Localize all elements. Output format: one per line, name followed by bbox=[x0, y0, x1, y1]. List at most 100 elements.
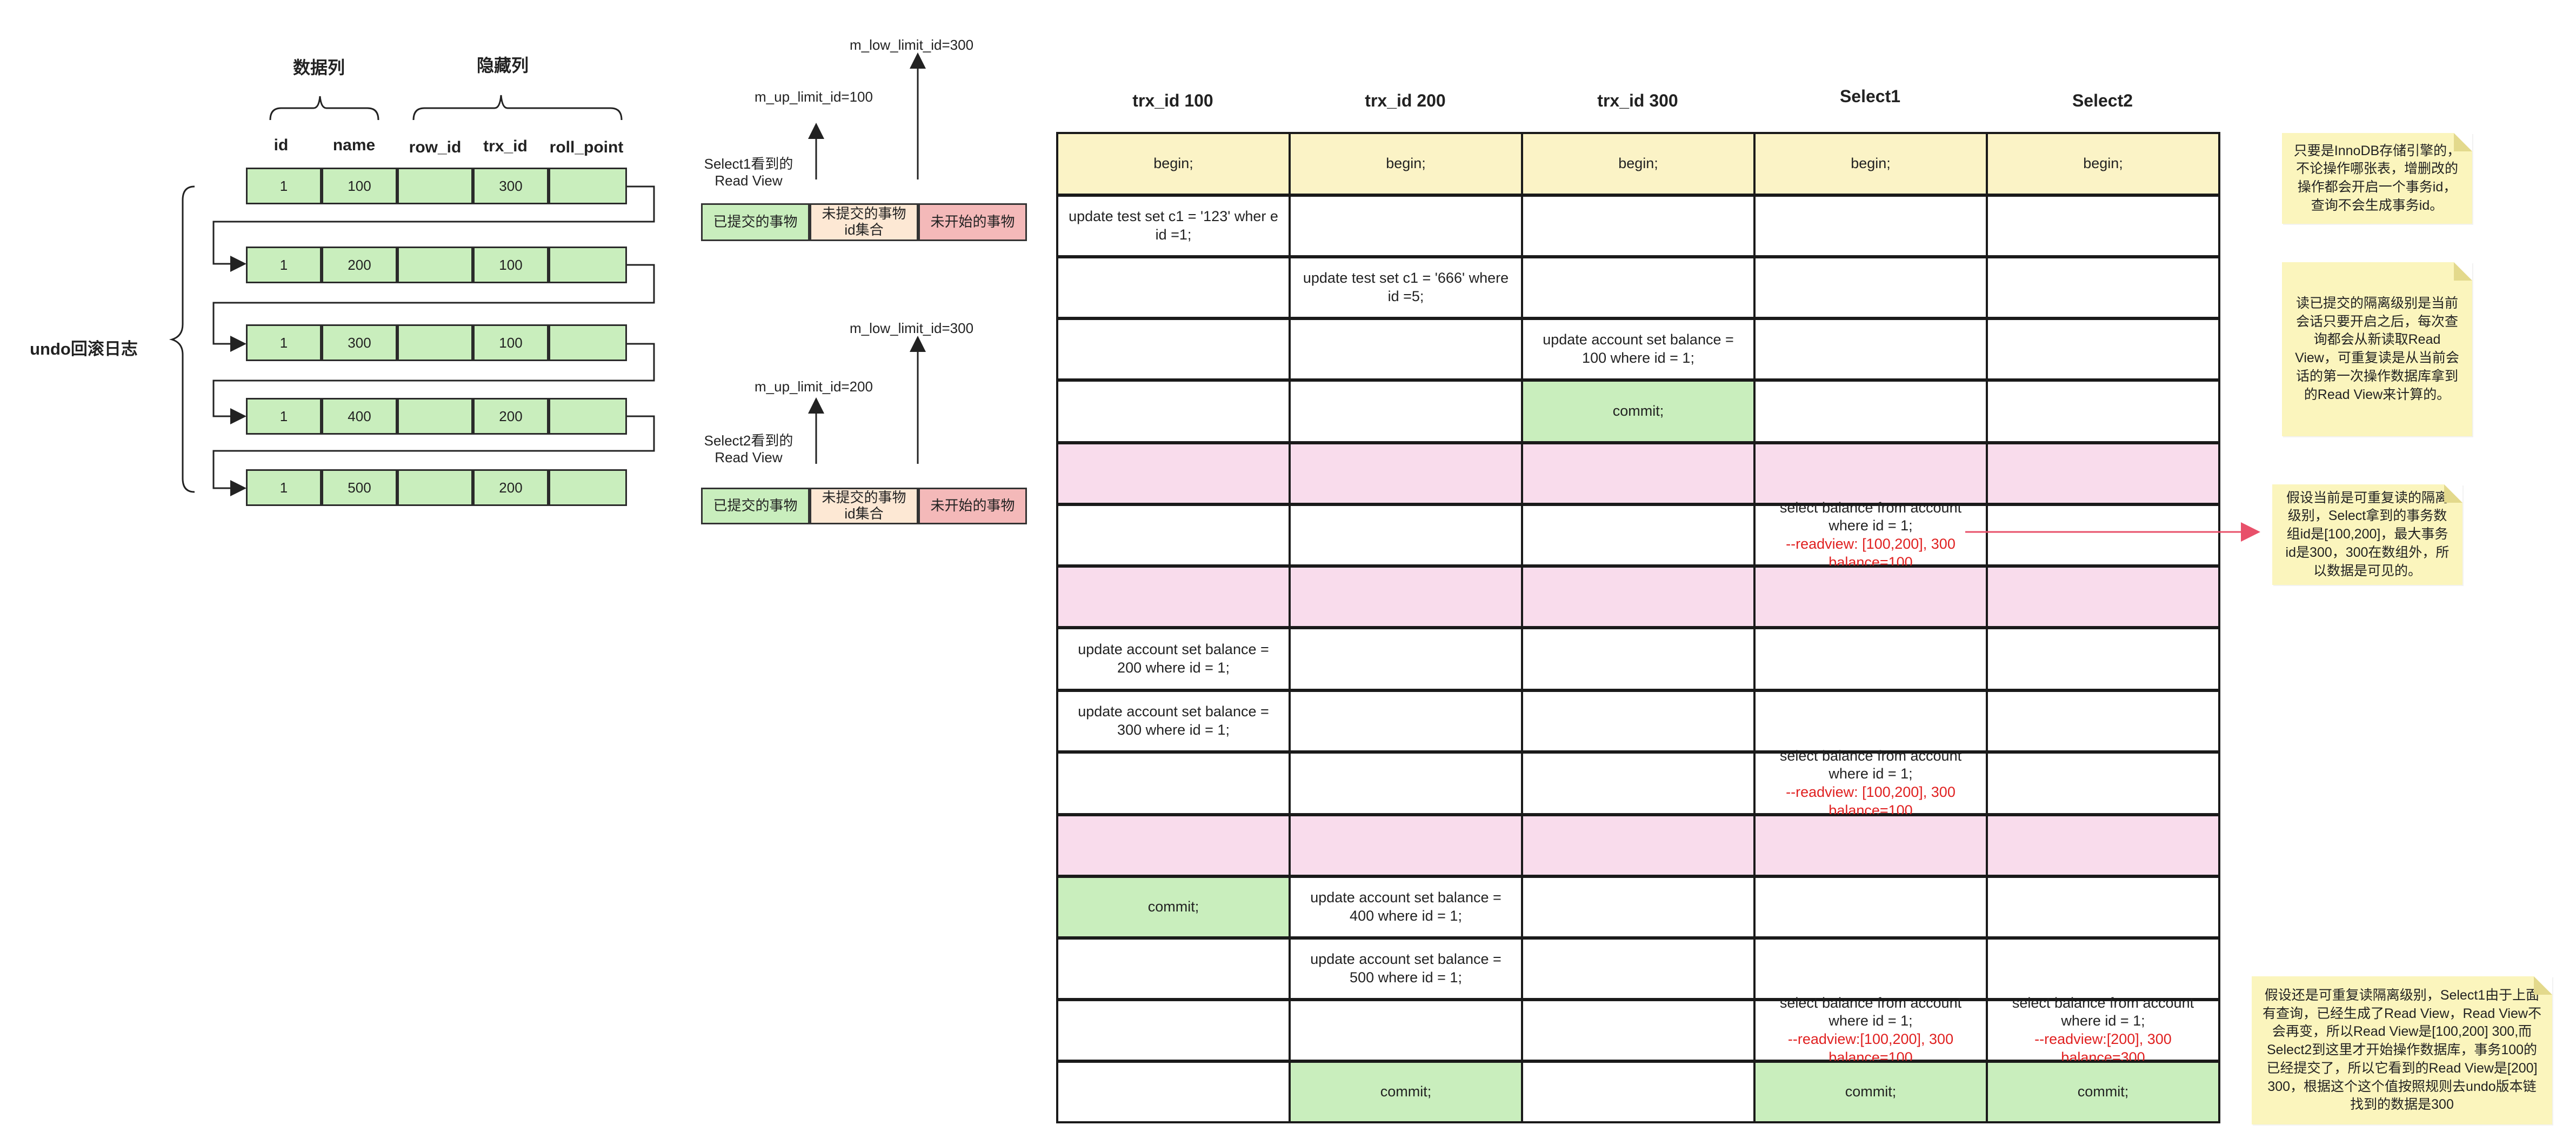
table-cell bbox=[1521, 627, 1756, 691]
cell-sql-text: commit; bbox=[1612, 403, 1664, 420]
table-cell bbox=[1521, 751, 1756, 815]
undo-cell-row-id bbox=[397, 247, 473, 283]
cell-content: select balance from account where id = 1… bbox=[1998, 994, 2208, 1067]
undo-cell-id: 1 bbox=[246, 469, 322, 506]
cell-sql-text: update account set balance = 300 where i… bbox=[1078, 703, 1269, 738]
cell-content: select balance from account where id = 1… bbox=[1765, 994, 1976, 1067]
table-cell bbox=[1986, 442, 2220, 505]
up-limit-label-2: m_up_limit_id=200 bbox=[755, 378, 873, 395]
undo-cell-id: 1 bbox=[246, 324, 322, 361]
table-cell bbox=[1056, 937, 1291, 1000]
segment-committed-1: 已提交的事物 bbox=[701, 203, 810, 241]
undo-cell-name: 400 bbox=[322, 398, 397, 435]
table-cell: update test set c1 = '123' wher e id =1; bbox=[1056, 195, 1291, 257]
cell-sql-text: begin; bbox=[1153, 155, 1193, 172]
table-cell bbox=[1056, 565, 1291, 628]
table-cell: begin; bbox=[1986, 132, 2220, 196]
undo-cell-id: 1 bbox=[246, 168, 322, 204]
note-repeatable-read-select1: 假设当前是可重复读的隔离级别，Select拿到的事务数组id是[100,200]… bbox=[2272, 484, 2462, 585]
cell-sql-text: update account set balance = 100 where i… bbox=[1543, 331, 1734, 366]
table-cell bbox=[1521, 256, 1756, 319]
undo-cell-trx-id: 100 bbox=[473, 247, 549, 283]
table-cell bbox=[1753, 876, 1988, 938]
cell-sql-text: update test set c1 = '123' wher e id =1; bbox=[1069, 208, 1278, 243]
table-cell: commit; bbox=[1986, 1061, 2220, 1123]
undo-cell-id: 1 bbox=[246, 247, 322, 283]
cell-sql-text: select balance from account where id = 1… bbox=[1779, 747, 1962, 782]
table-cell bbox=[1986, 937, 2220, 1000]
undo-cell-trx-id: 100 bbox=[473, 324, 549, 361]
col-header-row-id: row_id bbox=[409, 138, 462, 156]
undo-cell-name: 200 bbox=[322, 247, 397, 283]
column-header-select2: Select2 bbox=[2072, 91, 2133, 110]
col-header-id: id bbox=[273, 136, 289, 154]
table-cell: begin; bbox=[1753, 132, 1988, 196]
cell-sql-text: begin; bbox=[1618, 155, 1658, 172]
table-cell bbox=[1753, 380, 1988, 443]
col-header-trx-id: trx_id bbox=[483, 137, 528, 155]
table-cell bbox=[1753, 937, 1988, 1000]
table-cell bbox=[1521, 937, 1756, 1000]
table-cell bbox=[1289, 318, 1523, 381]
table-cell bbox=[1289, 442, 1523, 505]
cell-content: update account set balance = 200 where i… bbox=[1068, 641, 1279, 677]
undo-cell-id: 1 bbox=[246, 398, 322, 435]
table-cell bbox=[1056, 442, 1291, 505]
readview-caption-2: Select2看到的 Read View bbox=[704, 432, 793, 466]
brace-data-columns bbox=[269, 96, 379, 121]
table-cell: select balance from account where id = 1… bbox=[1753, 995, 1988, 1066]
undo-cell-roll-point bbox=[549, 168, 627, 204]
table-cell: update test set c1 = '666' where id =5; bbox=[1289, 256, 1523, 319]
segment-uncommitted-2: 未提交的事物 id集合 bbox=[810, 488, 918, 524]
segment-committed-2: 已提交的事物 bbox=[701, 488, 810, 524]
cell-content: begin; bbox=[1618, 155, 1658, 173]
cell-sql-text: update account set balance = 500 where i… bbox=[1310, 951, 1501, 986]
table-cell bbox=[1753, 256, 1988, 319]
segment-uncommitted-1: 未提交的事物 id集合 bbox=[810, 203, 918, 241]
table-cell bbox=[1521, 999, 1756, 1062]
undo-connectors bbox=[169, 185, 655, 496]
undo-cell-row-id bbox=[397, 324, 473, 361]
cell-content: begin; bbox=[1153, 155, 1193, 173]
cell-content: update account set balance = 100 where i… bbox=[1533, 331, 1744, 368]
cell-content: begin; bbox=[1386, 155, 1426, 173]
cell-content: select balance from account where id = 1… bbox=[1765, 499, 1976, 572]
note-innodb-trx-id: 只要是InnoDB存储引擎的，不论操作哪张表，增删改的操作都会开启一个事务id，… bbox=[2282, 133, 2472, 224]
table-cell bbox=[1986, 814, 2220, 877]
undo-cell-trx-id: 300 bbox=[473, 168, 549, 204]
table-cell: commit; bbox=[1521, 380, 1756, 443]
col-header-roll-point: roll_point bbox=[549, 138, 624, 156]
undo-cell-trx-id: 200 bbox=[473, 398, 549, 435]
table-cell bbox=[1753, 442, 1988, 505]
cell-sql-text: commit; bbox=[1147, 898, 1199, 915]
undo-cell-roll-point bbox=[549, 247, 627, 283]
undo-cell-name: 100 bbox=[322, 168, 397, 204]
table-cell bbox=[1986, 195, 2220, 257]
group-label-data: 数据列 bbox=[292, 58, 345, 77]
table-cell bbox=[1986, 627, 2220, 691]
table-cell bbox=[1521, 504, 1756, 567]
undo-cell-name: 500 bbox=[322, 469, 397, 506]
cell-content: update account set balance = 500 where i… bbox=[1300, 950, 1511, 987]
table-cell bbox=[1986, 318, 2220, 381]
column-header-select1: Select1 bbox=[1839, 86, 1901, 106]
table-cell bbox=[1986, 565, 2220, 628]
table-cell: commit; bbox=[1753, 1061, 1988, 1123]
cell-sql-text: begin; bbox=[2083, 155, 2123, 172]
cell-content: commit; bbox=[1148, 898, 1199, 916]
low-limit-label-1: m_low_limit_id=300 bbox=[850, 37, 974, 53]
group-label-hidden: 隐藏列 bbox=[476, 56, 529, 75]
roll-pointer-2 bbox=[212, 264, 655, 352]
undo-side-label: undo回滚日志 bbox=[30, 339, 138, 358]
table-cell bbox=[1986, 876, 2220, 938]
undo-cell-trx-id: 200 bbox=[473, 469, 549, 506]
cell-sql-text: begin; bbox=[1851, 155, 1891, 172]
table-cell bbox=[1753, 195, 1988, 257]
table-cell bbox=[1289, 814, 1523, 877]
table-cell: select balance from account where id = 1… bbox=[1753, 748, 1988, 818]
table-cell bbox=[1521, 690, 1756, 753]
table-cell bbox=[1521, 442, 1756, 505]
col-header-name: name bbox=[332, 136, 376, 154]
table-cell bbox=[1056, 751, 1291, 815]
table-cell: begin; bbox=[1521, 132, 1756, 196]
